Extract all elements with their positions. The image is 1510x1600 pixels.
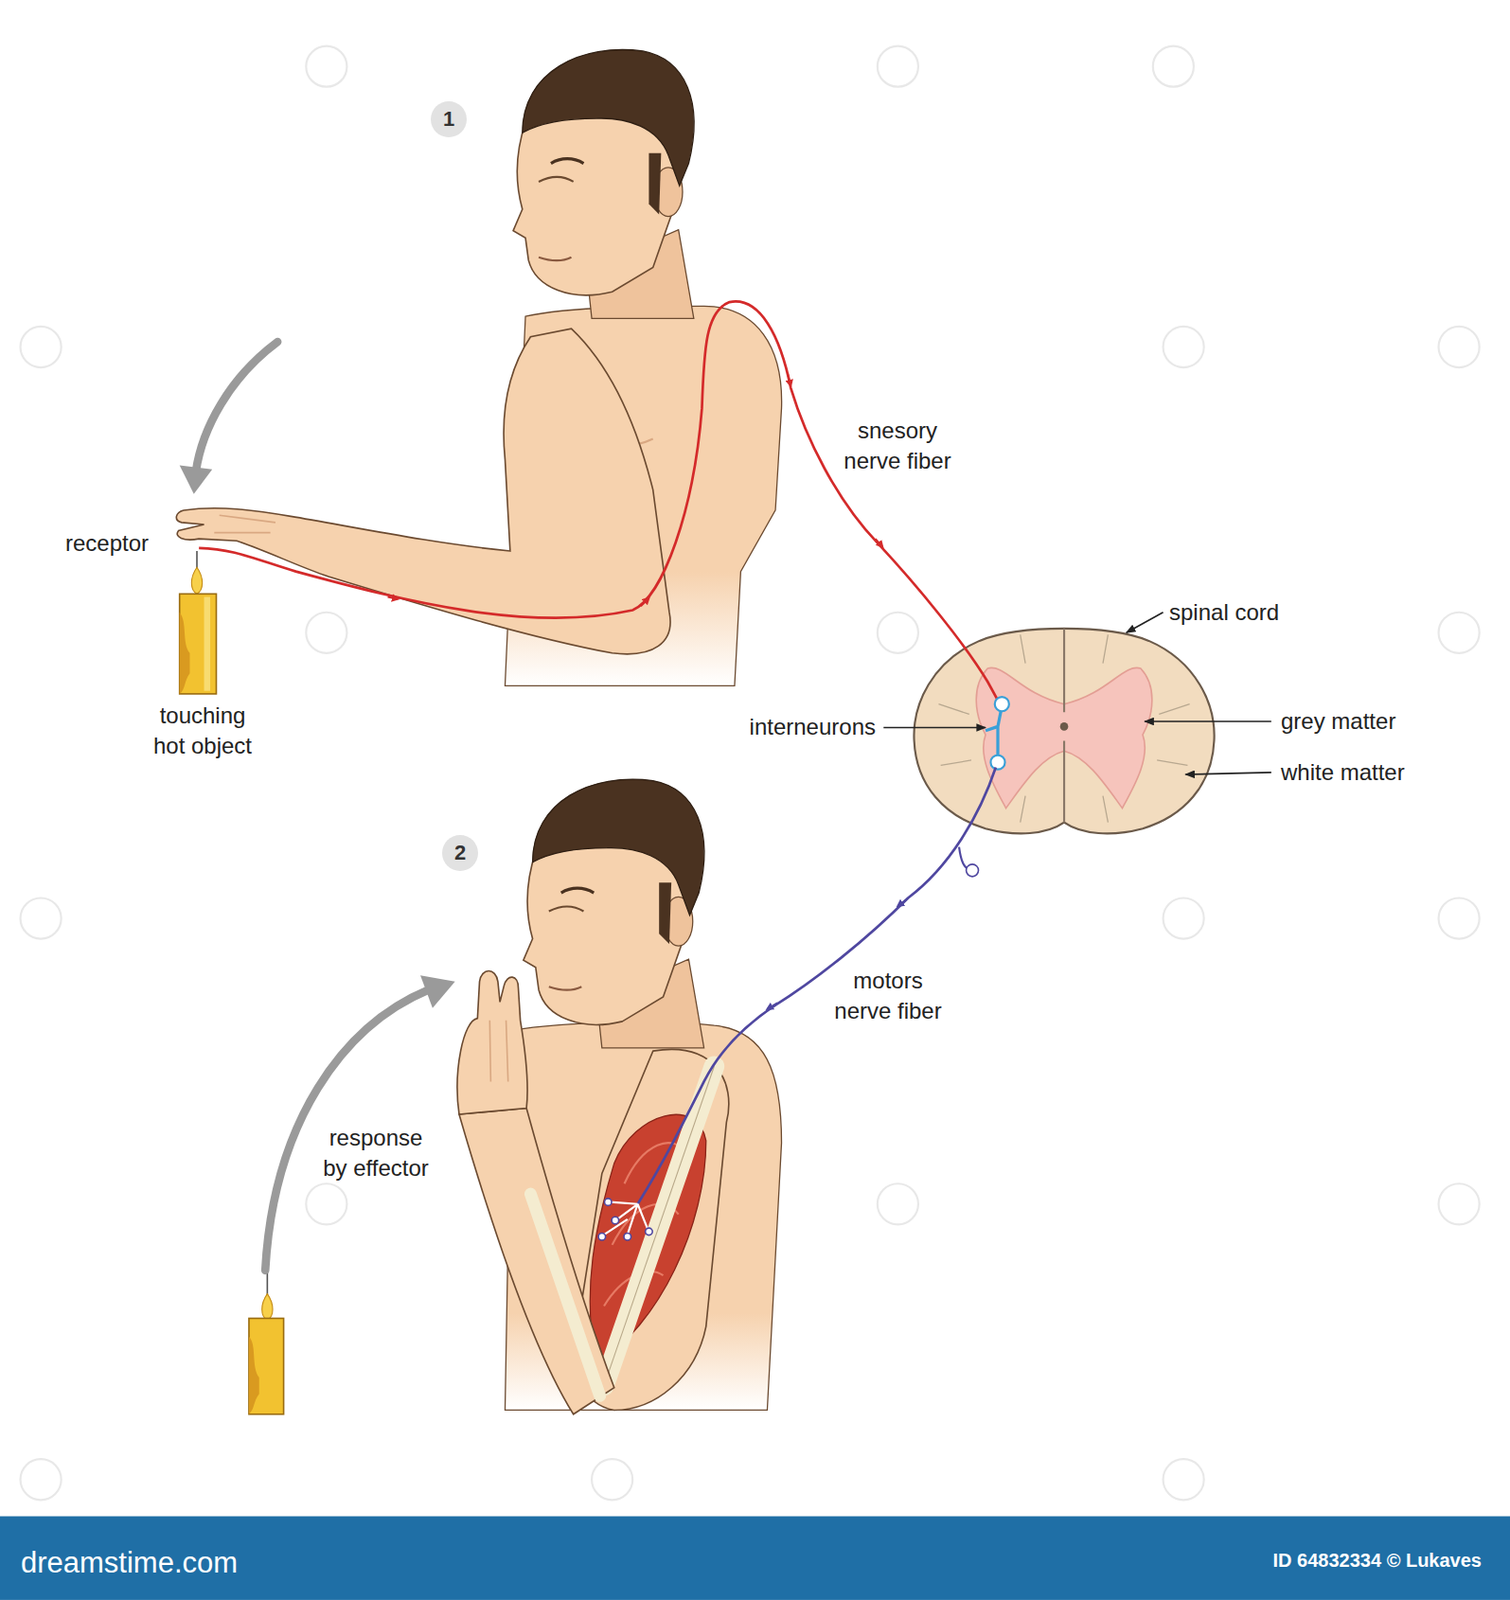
spinal-cord-section: [913, 628, 1214, 834]
watermark-logos: [20, 46, 1480, 1501]
part-label: response by effector: [318, 1122, 434, 1185]
part-label: touching hot object: [146, 700, 259, 763]
figure-withdrawing: [457, 779, 782, 1415]
watermark: dreamstime.com: [20, 1543, 238, 1583]
callout-circle: 2: [442, 834, 479, 871]
candle: [248, 1270, 285, 1415]
callout-circle: 1: [430, 101, 467, 138]
watermark: ID 64832334 © Lukaves: [1273, 1547, 1482, 1574]
motion-arrow: [179, 341, 456, 1271]
interneuron: [985, 696, 1010, 770]
motor-nerve: [598, 767, 996, 1242]
sensory-nerve: [198, 301, 1000, 704]
part-label: interneurons: [749, 711, 876, 743]
figure-touching: [176, 50, 782, 687]
part-label: white matter: [1280, 757, 1405, 788]
part-label: receptor: [65, 528, 149, 559]
leader-line: [883, 612, 1272, 775]
part-label: grey matter: [1280, 706, 1396, 737]
callout-number: 2: [454, 842, 466, 864]
part-label: snesory nerve fiber: [838, 415, 958, 478]
candle: [179, 550, 217, 694]
footer-bar: [0, 1516, 1510, 1600]
callout-number: 1: [443, 108, 455, 130]
part-label: motors nerve fiber: [829, 965, 948, 1028]
part-label: spinal cord: [1169, 597, 1280, 628]
